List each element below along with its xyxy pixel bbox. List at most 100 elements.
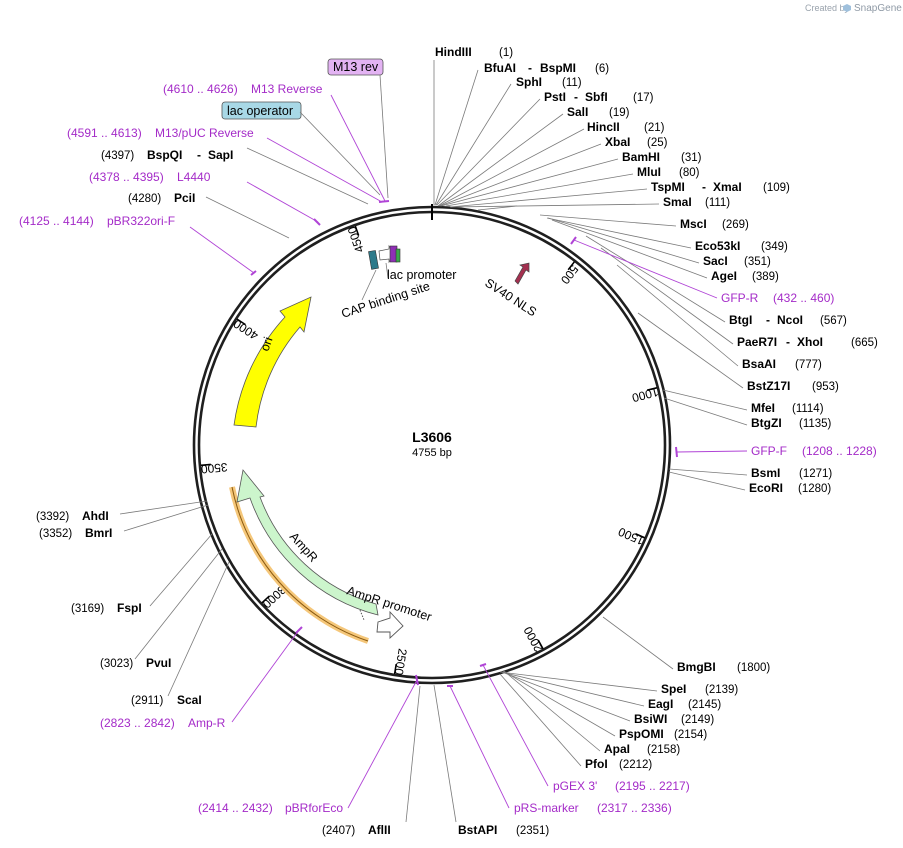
primer-pgex-3[interactable]: pGEX 3'(2195 .. 2217) <box>553 779 690 793</box>
snapgene-logo-icon <box>843 4 851 12</box>
ring-tick-label: 2500 <box>392 647 410 676</box>
site-saci[interactable]: SacI(351) <box>703 254 771 268</box>
lac-elements <box>361 244 401 301</box>
ori-feature[interactable] <box>233 296 312 428</box>
site-bamhi[interactable]: BamHI(31) <box>622 150 702 164</box>
site-name: AflII <box>368 823 391 837</box>
plasmid-name: L3606 <box>412 429 452 445</box>
primer-gfp-r[interactable]: GFP-R(432 .. 460) <box>721 291 834 305</box>
primer-gfp-f[interactable]: GFP-F(1208 .. 1228) <box>751 444 877 458</box>
site-ahdi[interactable]: (3392)AhdI <box>36 509 109 523</box>
site-fspi[interactable]: (3169)FspI <box>71 601 142 615</box>
sv40-nls-feature[interactable] <box>514 262 530 285</box>
site-btgzi[interactable]: BtgZI(1135) <box>751 416 832 430</box>
primer-name: GFP-R <box>721 291 759 305</box>
site-bsiwi[interactable]: BsiWI(2149) <box>634 712 714 726</box>
site-agei[interactable]: AgeI(389) <box>711 269 779 283</box>
site-name-2: NcoI <box>777 313 803 327</box>
site-name-2: SapI <box>208 148 233 162</box>
lac-operator-label: lac operator <box>227 104 293 118</box>
site-bfuai[interactable]: BfuAI-BspMI(6) <box>484 61 609 75</box>
site-sep: - <box>528 61 532 75</box>
site-pos: (31) <box>681 152 702 164</box>
primer-amp-r[interactable]: (2823 .. 2842) Amp-R <box>100 716 226 730</box>
site-pos: (953) <box>812 381 839 393</box>
ring-tick <box>393 663 398 675</box>
ring-tick-label: 2000 <box>521 624 546 654</box>
site-pcii[interactable]: (4280)PciI <box>128 191 195 205</box>
site-sphi[interactable]: SphI(11) <box>516 75 582 89</box>
site-name: AhdI <box>82 509 109 523</box>
primer-l4440[interactable]: (4378 .. 4395)L4440 <box>89 170 211 184</box>
primer-m13-reverse[interactable]: (4610 .. 4626)M13 Reverse <box>163 82 323 96</box>
site-bmri[interactable]: (3352)BmrI <box>39 526 112 540</box>
site-pos: (4280) <box>128 193 161 205</box>
site-pos: (19) <box>609 107 630 119</box>
site-pos: (3169) <box>71 603 104 615</box>
site-eco53ki[interactable]: Eco53kI(349) <box>695 239 788 253</box>
ampr-promoter-feature[interactable] <box>376 610 404 640</box>
site-ecori[interactable]: EcoRI(1280) <box>749 481 831 495</box>
site-btgi[interactable]: BtgI-NcoI(567) <box>729 313 847 327</box>
site-pos: (2212) <box>619 759 652 771</box>
primer-name: pRS-marker <box>514 801 579 815</box>
lac-promoter-label: lac promoter <box>387 268 456 282</box>
site-paer7i[interactable]: PaeR7I-XhoI(665) <box>737 335 878 349</box>
site-msci[interactable]: MscI(269) <box>680 217 749 231</box>
site-bstz17i[interactable]: BstZ17I(953) <box>747 379 839 393</box>
site-name: ApaI <box>604 742 630 756</box>
site-name: BtgI <box>729 313 752 327</box>
site-hindiii[interactable]: HindIII(1) <box>435 45 513 59</box>
primer-name: pGEX 3' <box>553 779 597 793</box>
site-pos: (1271) <box>799 468 832 480</box>
primer-range: (2823 .. 2842) <box>100 716 175 730</box>
site-bspqi[interactable]: (4397)BspQI-SapI <box>101 148 233 162</box>
credit-brand: SnapGene <box>854 3 902 14</box>
site-bsaai[interactable]: BsaAI(777) <box>742 357 822 371</box>
site-pspomi[interactable]: PspOMI(2154) <box>619 727 707 741</box>
primer-pbr322ori-f[interactable]: (4125 .. 4144)pBR322ori-F <box>19 214 175 228</box>
site-psti[interactable]: PstI-SbfI(17) <box>544 90 654 104</box>
site-spei[interactable]: SpeI(2139) <box>661 682 738 696</box>
site-scai[interactable]: (2911)ScaI <box>131 693 202 707</box>
primer-m13-puc-reverse[interactable]: (4591 .. 4613)M13/pUC Reverse <box>67 126 254 140</box>
site-sali[interactable]: SalI(19) <box>567 105 630 119</box>
primer-pbrforeco[interactable]: (2414 .. 2432)pBRforEco <box>198 801 343 815</box>
m13-rev-box[interactable] <box>327 58 384 76</box>
site-aflii[interactable]: (2407)AflII <box>322 823 391 837</box>
site-apai[interactable]: ApaI (2158) <box>604 742 680 756</box>
site-hincii[interactable]: HincII(21) <box>587 120 665 134</box>
site-eagi[interactable]: EagI(2145) <box>648 697 721 711</box>
ring-tick-label: 3500 <box>200 460 228 476</box>
primer-markers <box>250 200 678 687</box>
ampr-feature[interactable] <box>236 469 379 616</box>
site-xbai[interactable]: XbaI(25) <box>605 135 668 149</box>
site-name: PstI <box>544 90 566 104</box>
lac-operator-box[interactable] <box>221 101 302 120</box>
primer-name: Amp-R <box>188 716 226 730</box>
site-bstapi[interactable]: BstAPI(2351) <box>458 823 549 837</box>
site-pos: (3352) <box>39 528 72 540</box>
site-smai[interactable]: SmaI(111) <box>663 195 730 209</box>
site-mfei[interactable]: MfeI(1114) <box>751 401 824 415</box>
site-name-2: BspMI <box>540 61 576 75</box>
site-pos: (1135) <box>799 418 832 430</box>
primer-name: M13 Reverse <box>251 82 323 96</box>
site-mlui[interactable]: MluI(80) <box>637 165 700 179</box>
site-pos: (1) <box>499 47 513 59</box>
site-bmgbi[interactable]: BmgBI(1800) <box>677 660 770 674</box>
site-name: MluI <box>637 165 661 179</box>
site-leaders <box>119 60 748 823</box>
site-bsmi[interactable]: BsmI (1271) <box>751 466 832 480</box>
primer-name: pBRforEco <box>285 801 343 815</box>
site-pos: (269) <box>722 219 749 231</box>
site-name: BsmI <box>751 466 780 480</box>
site-pos: (2158) <box>647 744 680 756</box>
site-tspmi[interactable]: TspMI-XmaI(109) <box>651 180 790 194</box>
site-pvui[interactable]: (3023)PvuI <box>100 656 171 670</box>
sv40-nls-label: SV40 NLS <box>482 276 539 320</box>
site-name: PvuI <box>146 656 171 670</box>
site-pfoi[interactable]: PfoI(2212) <box>585 757 652 771</box>
site-name: AgeI <box>711 269 737 283</box>
primer-prs-marker[interactable]: pRS-marker(2317 .. 2336) <box>514 801 672 815</box>
